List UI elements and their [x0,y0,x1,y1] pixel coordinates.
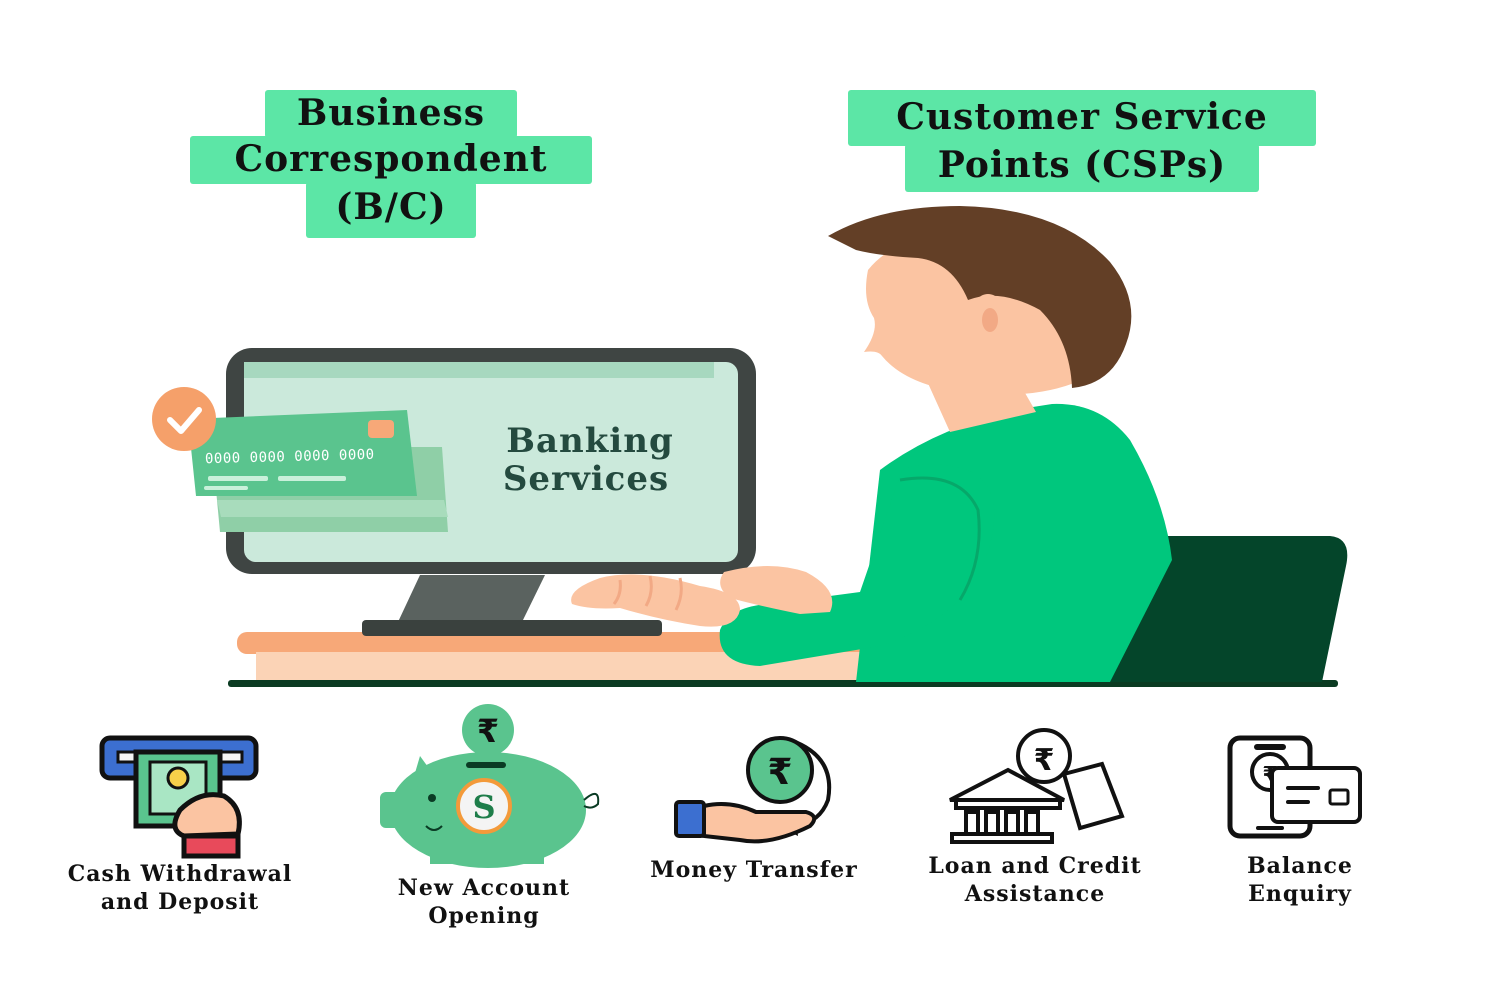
screen-line-1: Banking [506,421,674,461]
service-label-loan-line-1: Loan and Credit [928,853,1142,879]
service-label-cash-line-1: Cash Withdrawal [67,861,293,887]
person-at-computer [571,206,1348,682]
service-label-cash-line-2: and Deposit [100,889,260,915]
csp-line-1: Customer Service [896,96,1268,138]
screen-line-2: Services [502,459,670,499]
service-label-loan-line-2: Assistance [964,881,1106,907]
service-label-balance-line-1: Balance [1247,853,1353,879]
bc-line-1: Business [296,92,486,134]
svg-text:₹: ₹ [767,752,792,793]
csp-line-2: Points (CSPs) [937,144,1227,186]
credit-card-icon [152,387,448,532]
service-label-balance: Balance Enquiry [1190,852,1410,908]
service-label-transfer-line-1: Money Transfer [650,857,858,883]
service-label-account-line-2: Opening [428,903,540,929]
bank-loan-icon: ₹ [949,728,1125,844]
service-label-account-line-1: New Account [397,875,571,901]
piggy-bank-icon: ₹ S [380,704,600,868]
business-correspondent-label: Business Correspondent (B/C) [190,90,592,240]
bc-line-2: Correspondent [234,138,548,180]
service-label-cash: Cash Withdrawal and Deposit [40,860,320,916]
atm-cash-icon [99,735,259,859]
svg-text:S: S [472,788,495,826]
svg-text:₹: ₹ [477,712,499,750]
bc-line-3: (B/C) [335,186,447,228]
service-label-transfer: Money Transfer [624,856,884,884]
customer-service-points-label: Customer Service Points (CSPs) [848,90,1316,194]
service-label-loan: Loan and Credit Assistance [900,852,1170,908]
service-label-balance-line-2: Enquiry [1248,881,1352,907]
svg-text:₹: ₹ [1034,743,1055,778]
mobile-balance-icon: ₹ [1227,735,1362,839]
service-label-account: New Account Opening [354,874,614,930]
money-transfer-icon: ₹ [674,736,832,844]
